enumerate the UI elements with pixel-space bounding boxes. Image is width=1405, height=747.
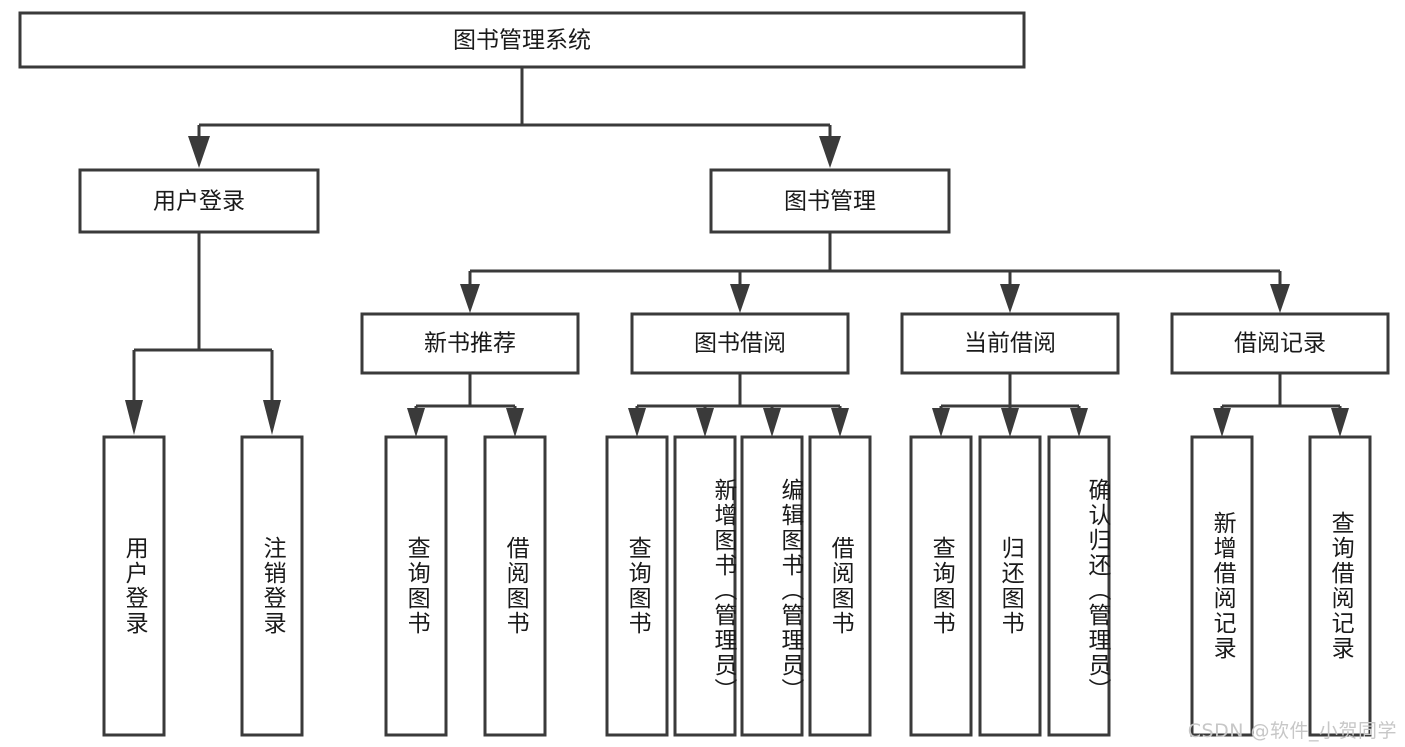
node-current-borrow[interactable]: 当前借阅 <box>900 312 1120 375</box>
node-box-rect <box>808 435 872 737</box>
leaf-node-user-login[interactable] <box>102 435 166 737</box>
node-box-rect <box>78 168 320 234</box>
node-box-rect <box>1170 312 1390 375</box>
node-label-book-borrow: 图书借阅 <box>694 331 786 357</box>
watermark-text: CSDN @软件_小贺同学 <box>1187 720 1397 742</box>
arrow-head-icon <box>819 136 841 168</box>
node-box-rect <box>709 168 951 234</box>
node-label-borrow-record: 借阅记录 <box>1234 331 1326 357</box>
arrow-head-icon <box>696 408 714 437</box>
node-box-rect <box>909 435 973 737</box>
node-label-system: 图书管理系统 <box>453 28 591 54</box>
arrow-head-icon <box>506 408 524 437</box>
node-label-book-management: 图书管理 <box>784 189 876 215</box>
connector-group-book-borrow <box>628 373 849 437</box>
arrow-head-icon <box>831 408 849 437</box>
node-label-current-borrow: 当前借阅 <box>964 331 1056 357</box>
arrow-head-icon <box>1213 408 1231 437</box>
leaf-node-query-book-2[interactable] <box>605 435 669 737</box>
node-box-rect <box>605 435 669 737</box>
arrow-head-icon <box>1331 408 1349 437</box>
node-box-rect <box>978 435 1042 737</box>
node-book-borrow[interactable]: 图书借阅 <box>630 312 850 375</box>
node-box-rect <box>384 435 448 737</box>
node-new-book-recommend[interactable]: 新书推荐 <box>360 312 580 375</box>
arrow-head-icon <box>188 136 210 168</box>
connector-group-borrow-record <box>1213 373 1349 437</box>
node-box-rect <box>1190 435 1254 737</box>
node-box-rect <box>483 435 547 737</box>
node-user-login[interactable]: 用户登录 <box>78 168 320 234</box>
connector-group-book-management <box>460 232 1290 313</box>
arrow-head-icon <box>1000 284 1020 313</box>
arrow-head-icon <box>1001 408 1019 437</box>
leaf-node-logout-login[interactable] <box>240 435 304 737</box>
connector-group-user-login <box>125 232 281 435</box>
leaf-node-return-book[interactable] <box>978 435 1042 737</box>
node-box-rect <box>1308 435 1372 737</box>
node-box-rect <box>630 312 850 375</box>
node-label-user-login: 用户登录 <box>153 189 245 215</box>
node-box-rect <box>102 435 166 737</box>
arrow-head-icon <box>407 408 425 437</box>
leaf-node-query-book-3[interactable] <box>909 435 973 737</box>
arrow-head-icon <box>1270 284 1290 313</box>
arrow-head-icon <box>263 400 281 435</box>
leaf-node-edit-book[interactable] <box>740 435 804 737</box>
leaf-node-add-book[interactable] <box>673 435 737 737</box>
leaf-node-borrow-book-2[interactable] <box>808 435 872 737</box>
node-book-management[interactable]: 图书管理 <box>709 168 951 234</box>
node-box-rect <box>1047 435 1111 737</box>
arrow-head-icon <box>125 400 143 435</box>
node-label-new-book-recommend: 新书推荐 <box>424 331 516 357</box>
leaf-node-query-book-1[interactable] <box>384 435 448 737</box>
leaf-node-add-record[interactable] <box>1190 435 1254 737</box>
leaf-node-borrow-book-1[interactable] <box>483 435 547 737</box>
arrow-head-icon <box>763 408 781 437</box>
connector-group-root <box>188 67 841 168</box>
node-box-rect <box>673 435 737 737</box>
connector-group-current-borrow <box>932 373 1088 437</box>
node-box-rect <box>900 312 1120 375</box>
node-box-rect <box>740 435 804 737</box>
leaf-node-query-record[interactable] <box>1308 435 1372 737</box>
node-box-rect <box>360 312 580 375</box>
node-box-rect <box>240 435 304 737</box>
leaf-node-confirm-return[interactable] <box>1047 435 1111 737</box>
arrow-head-icon <box>460 284 480 313</box>
arrow-head-icon <box>932 408 950 437</box>
node-title-system[interactable]: 图书管理系统 <box>18 11 1026 69</box>
arrow-head-icon <box>1070 408 1088 437</box>
arrow-head-icon <box>730 284 750 313</box>
node-box-rect <box>18 11 1026 69</box>
arrow-head-icon <box>628 408 646 437</box>
node-borrow-record[interactable]: 借阅记录 <box>1170 312 1390 375</box>
connector-group-new-book-recommend <box>407 373 524 437</box>
